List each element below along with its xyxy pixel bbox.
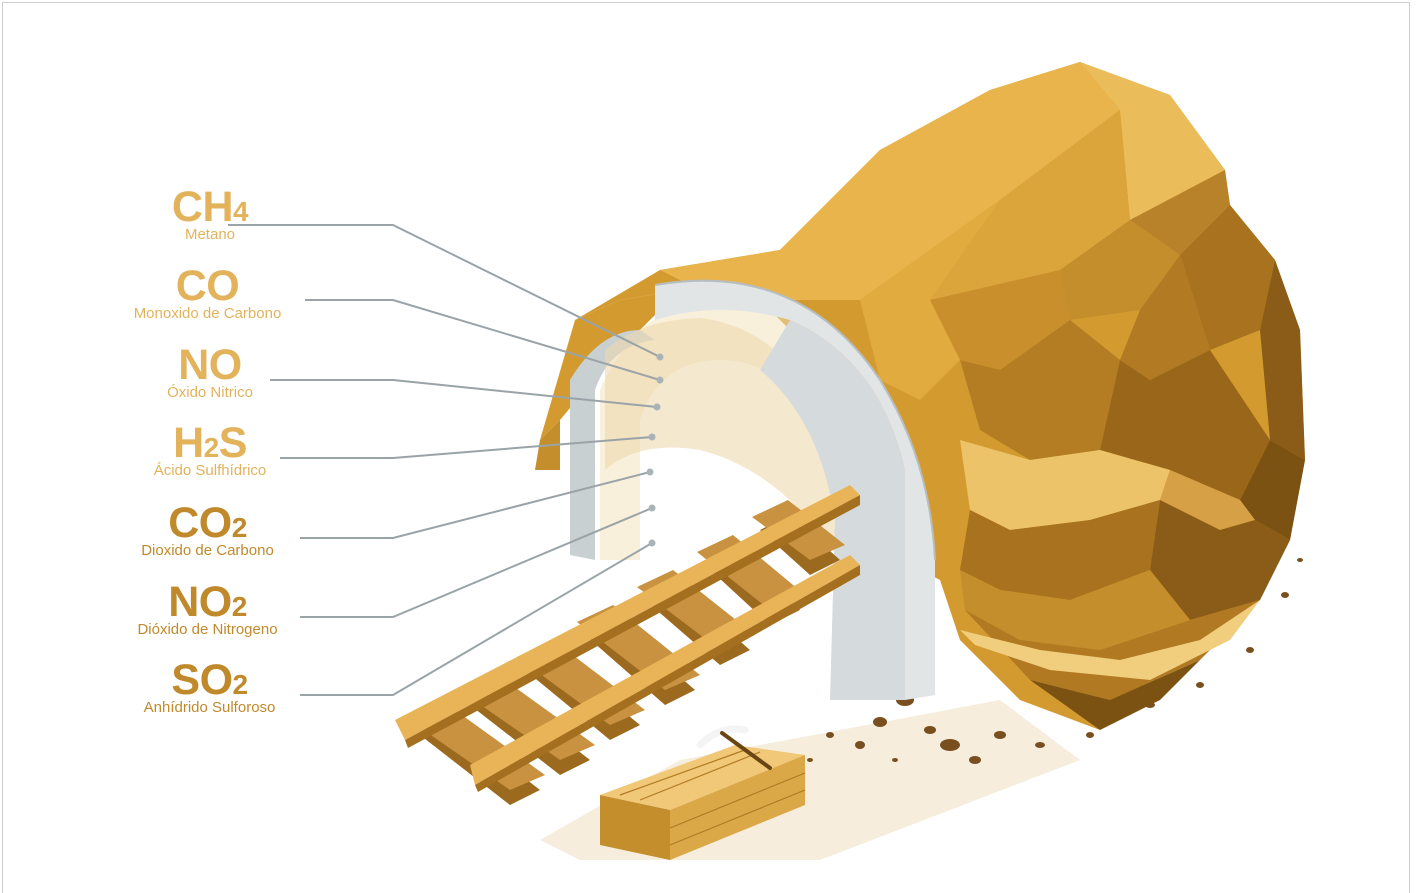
gas-formula: NO2: [110, 581, 305, 624]
gas-label-h2s: H2S Ácido Sulfhídrico: [130, 422, 290, 478]
gas-label-ch4: CH4 Metano: [150, 186, 270, 242]
gas-label-co: CO Monoxido de Carbono: [105, 265, 310, 321]
gas-name: Óxido Nitrico: [150, 385, 270, 400]
gas-formula: CO: [105, 265, 310, 308]
gas-name: Metano: [150, 227, 270, 242]
gas-name: Dioxido de Carbono: [115, 543, 300, 558]
gas-formula: CH4: [150, 186, 270, 229]
gas-label-no: NO Óxido Nitrico: [150, 344, 270, 400]
gas-formula: NO: [150, 344, 270, 387]
gas-label-no2: NO2 Dióxido de Nitrogeno: [110, 581, 305, 637]
gas-name: Anhídrido Sulforoso: [112, 700, 307, 715]
gas-name: Monoxido de Carbono: [105, 306, 310, 321]
gas-name: Dióxido de Nitrogeno: [110, 622, 305, 637]
gas-label-so2: SO2 Anhídrido Sulforoso: [112, 659, 307, 715]
gas-name: Ácido Sulfhídrico: [130, 463, 290, 478]
gas-formula: H2S: [130, 422, 290, 465]
gas-label-co2: CO2 Dioxido de Carbono: [115, 502, 300, 558]
gas-formula: CO2: [115, 502, 300, 545]
gas-formula: SO2: [112, 659, 307, 702]
